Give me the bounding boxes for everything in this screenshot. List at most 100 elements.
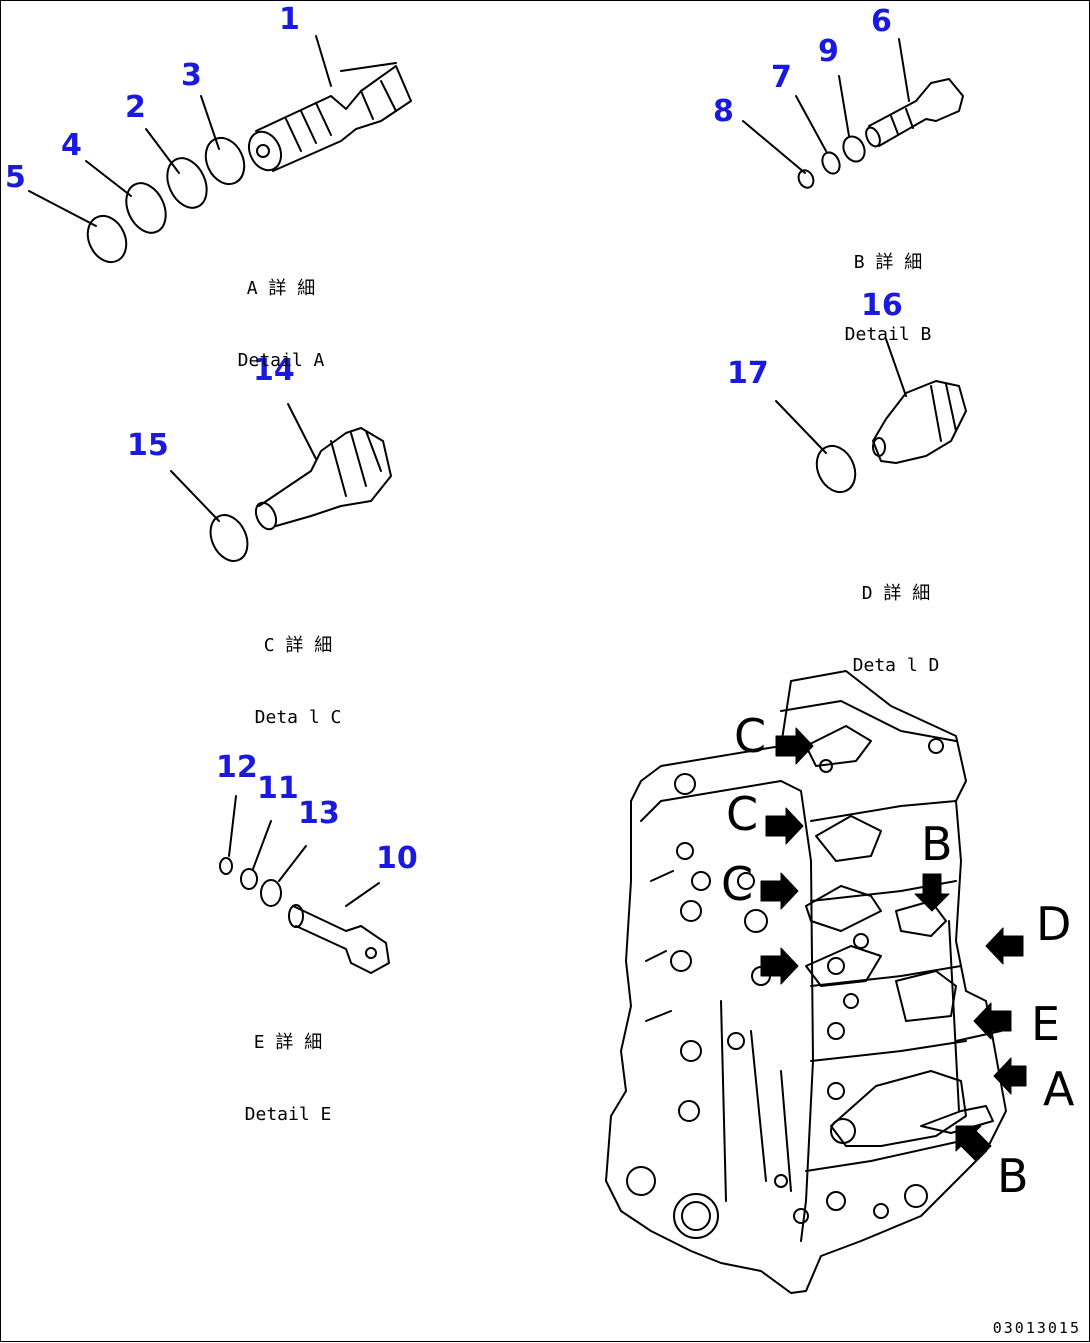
caption-detail-e: E 詳 細 Detail E bbox=[233, 983, 343, 1151]
arrow-e bbox=[973, 1002, 1012, 1040]
arrow-d bbox=[985, 927, 1024, 965]
callout-4: 4 bbox=[61, 128, 82, 163]
view-letter-c-3: C bbox=[721, 857, 754, 911]
detail-b-group bbox=[742, 38, 964, 189]
detail-d-group bbox=[775, 338, 967, 494]
callout-2: 2 bbox=[125, 90, 146, 125]
arrow-b-2 bbox=[955, 1125, 992, 1162]
leader-12 bbox=[228, 795, 237, 857]
caption-detail-c-jp: C 詳 細 bbox=[263, 635, 333, 656]
o-ring-12 bbox=[219, 857, 233, 875]
o-ring-2 bbox=[166, 157, 208, 209]
leader-4 bbox=[85, 160, 132, 197]
o-ring-17 bbox=[815, 444, 857, 494]
installed-valve-c-mid bbox=[805, 885, 882, 932]
o-ring-9 bbox=[842, 135, 866, 163]
o-ring-3 bbox=[204, 136, 246, 186]
leader-7 bbox=[795, 95, 827, 152]
caption-detail-c: C 詳 細 Deta l C bbox=[243, 586, 353, 754]
callout-12: 12 bbox=[216, 750, 258, 785]
caption-detail-a-en: Detail A bbox=[237, 350, 325, 371]
leader-10 bbox=[345, 882, 380, 907]
installed-valve-b bbox=[815, 815, 882, 862]
o-ring-8 bbox=[797, 169, 815, 189]
o-ring-4 bbox=[125, 182, 167, 234]
arrow-c-1 bbox=[775, 727, 814, 765]
callout-7: 7 bbox=[771, 60, 792, 95]
view-letter-b-2: B bbox=[997, 1149, 1029, 1203]
view-letter-c-2: C bbox=[726, 787, 759, 841]
leader-8 bbox=[742, 120, 806, 174]
view-letter-b-1: B bbox=[921, 817, 953, 871]
view-letter-e: E bbox=[1031, 997, 1061, 1051]
o-ring-7 bbox=[821, 151, 841, 175]
relief-valve-1 bbox=[247, 62, 412, 172]
leader-16 bbox=[885, 338, 907, 397]
valve-10 bbox=[288, 904, 390, 974]
callout-16: 16 bbox=[861, 288, 903, 323]
leader-2 bbox=[145, 128, 180, 174]
leader-14 bbox=[287, 403, 317, 460]
installed-valve-b3 bbox=[920, 1105, 994, 1134]
arrow-a bbox=[993, 1057, 1027, 1095]
leader-9 bbox=[838, 75, 850, 137]
callout-1: 1 bbox=[279, 2, 300, 37]
arrow-c-3 bbox=[760, 872, 799, 910]
o-ring-15 bbox=[209, 514, 249, 562]
caption-detail-e-en: Detail E bbox=[244, 1104, 332, 1125]
callout-3: 3 bbox=[181, 58, 202, 93]
valve-6 bbox=[865, 78, 964, 148]
caption-detail-e-jp: E 詳 細 bbox=[253, 1032, 323, 1053]
arrow-b-1 bbox=[914, 873, 950, 912]
o-ring-13 bbox=[260, 879, 282, 907]
installed-valve-b2 bbox=[895, 900, 947, 937]
o-ring-5 bbox=[86, 214, 128, 264]
arrow-c-2 bbox=[765, 807, 804, 845]
o-ring-11 bbox=[240, 868, 258, 890]
view-arrows bbox=[760, 727, 1027, 1162]
caption-detail-b-en: Detail B bbox=[844, 324, 932, 345]
caption-detail-d: D 詳 細 Deta l D bbox=[841, 534, 951, 702]
control-valve-assembly bbox=[605, 670, 1007, 1294]
caption-detail-a-jp: A 詳 細 bbox=[246, 278, 316, 299]
leader-3 bbox=[200, 95, 220, 150]
leader-11 bbox=[252, 820, 272, 870]
leader-17 bbox=[775, 400, 827, 454]
caption-detail-b: B 詳 細 Detail B bbox=[833, 203, 943, 371]
view-letter-a: A bbox=[1043, 1062, 1075, 1116]
caption-detail-d-en: Deta l D bbox=[852, 655, 940, 676]
caption-detail-c-en: Deta l C bbox=[254, 707, 342, 728]
callout-15: 15 bbox=[127, 428, 169, 463]
callout-10: 10 bbox=[376, 841, 418, 876]
caption-detail-b-jp: B 詳 細 bbox=[853, 252, 923, 273]
leader-5 bbox=[28, 190, 97, 227]
callout-6: 6 bbox=[871, 4, 892, 39]
caption-detail-a: A 詳 細 Detail A bbox=[226, 229, 336, 397]
callout-9: 9 bbox=[818, 34, 839, 69]
arrow-c-4 bbox=[760, 947, 799, 985]
leader-1 bbox=[315, 35, 332, 87]
installed-valve-c-top bbox=[805, 725, 872, 767]
view-letter-d: D bbox=[1036, 897, 1072, 951]
installed-valve-a bbox=[830, 1070, 967, 1147]
detail-c-group bbox=[170, 403, 392, 562]
leader-15 bbox=[170, 470, 220, 522]
leader-6 bbox=[898, 38, 910, 102]
installed-valve-c-low bbox=[805, 945, 882, 987]
drawing-number: 03013015 bbox=[992, 1319, 1081, 1337]
callout-11: 11 bbox=[257, 771, 299, 806]
leader-13 bbox=[278, 845, 307, 882]
view-letter-c-1: C bbox=[734, 709, 767, 763]
callout-13: 13 bbox=[298, 796, 340, 831]
detail-e-group bbox=[219, 795, 390, 974]
callout-5: 5 bbox=[5, 160, 26, 195]
valve-14 bbox=[254, 427, 392, 531]
caption-detail-d-jp: D 詳 細 bbox=[861, 583, 931, 604]
callout-8: 8 bbox=[713, 94, 734, 129]
installed-valve-d bbox=[895, 970, 957, 1022]
valve-16 bbox=[872, 380, 967, 464]
callout-14: 14 bbox=[253, 353, 295, 388]
detail-a-group bbox=[28, 35, 412, 264]
